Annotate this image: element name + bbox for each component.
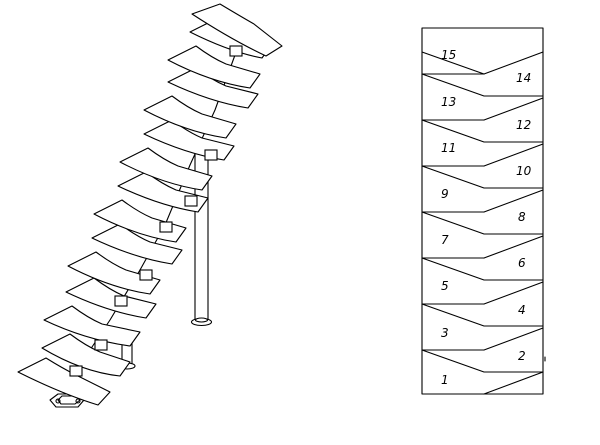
tread-5 xyxy=(67,251,161,295)
step-label-1: 1 xyxy=(441,373,449,387)
step-label-11: 11 xyxy=(441,141,456,155)
step-label-13: 13 xyxy=(441,95,456,109)
tread-13 xyxy=(167,45,261,89)
step-label-4: 4 xyxy=(518,303,526,317)
step-label-3: 3 xyxy=(441,326,449,340)
step-label-14: 14 xyxy=(516,71,531,85)
isometric-staircase xyxy=(17,3,283,408)
plan-outline xyxy=(421,27,544,395)
step-label-6: 6 xyxy=(518,256,526,270)
tread-9 xyxy=(119,147,213,191)
tread-1 xyxy=(17,357,111,406)
step-label-8: 8 xyxy=(518,210,526,224)
step-label-10: 10 xyxy=(516,164,532,178)
tread-2 xyxy=(41,333,131,377)
tread-3 xyxy=(43,305,141,347)
step-label-12: 12 xyxy=(516,118,531,132)
tread-4 xyxy=(65,277,157,319)
plan-step-boundaries xyxy=(421,73,485,351)
step-label-2: 2 xyxy=(518,349,526,363)
plan-step-labels: 1 2 3 4 5 6 7 8 9 10 11 12 13 14 15 xyxy=(441,48,532,387)
step-label-7: 7 xyxy=(441,233,449,247)
step-label-5: 5 xyxy=(441,279,449,293)
hub-connectors xyxy=(69,45,243,377)
plan-winder-lines xyxy=(421,51,544,395)
tread-15 xyxy=(191,3,283,57)
step-plan: 1 2 3 4 5 6 7 8 9 10 11 12 13 14 15 xyxy=(421,27,546,395)
step-label-15: 15 xyxy=(441,48,456,62)
treads xyxy=(17,3,283,406)
step-label-9: 9 xyxy=(441,187,449,201)
tread-11 xyxy=(143,95,237,139)
